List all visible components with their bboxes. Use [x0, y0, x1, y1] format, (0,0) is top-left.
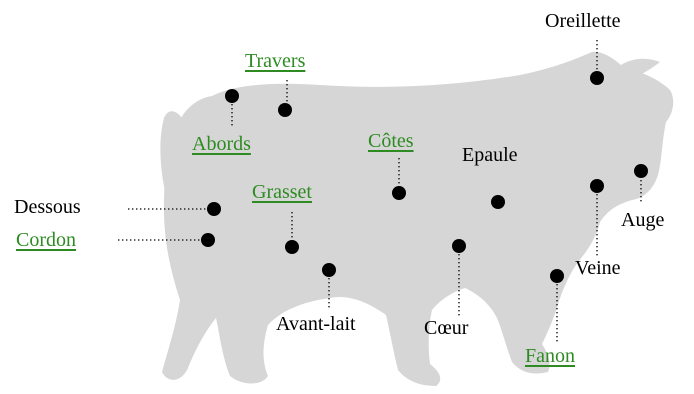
label-oreillette: Oreillette: [545, 10, 621, 32]
label-coeur: Cœur: [424, 317, 469, 339]
cut-points: [201, 71, 648, 283]
point-fanon: [550, 269, 564, 283]
link-fanon[interactable]: Fanon: [525, 345, 575, 367]
point-abords: [225, 89, 239, 103]
point-avant-lait: [322, 263, 336, 277]
label-avant-lait: Avant-lait: [276, 313, 356, 335]
point-cotes: [392, 186, 406, 200]
label-dessous: Dessous: [14, 196, 81, 218]
link-cordon[interactable]: Cordon: [16, 229, 76, 251]
point-auge: [634, 164, 648, 178]
link-grasset[interactable]: Grasset: [252, 181, 312, 203]
point-coeur: [452, 239, 466, 253]
point-cordon: [201, 233, 215, 247]
label-veine: Veine: [575, 257, 621, 279]
point-grasset: [285, 240, 299, 254]
link-travers[interactable]: Travers: [245, 50, 306, 72]
cow-silhouette: [162, 51, 674, 387]
point-travers: [278, 103, 292, 117]
point-oreillette: [590, 71, 604, 85]
cow-tail: [160, 111, 182, 222]
label-epaule: Epaule: [462, 144, 518, 166]
cow-ear: [612, 58, 660, 82]
point-epaule: [491, 195, 505, 209]
link-cotes[interactable]: Côtes: [368, 130, 414, 152]
label-auge: Auge: [621, 209, 665, 231]
link-abords[interactable]: Abords: [192, 133, 251, 155]
point-veine: [590, 179, 604, 193]
point-dessous: [207, 202, 221, 216]
